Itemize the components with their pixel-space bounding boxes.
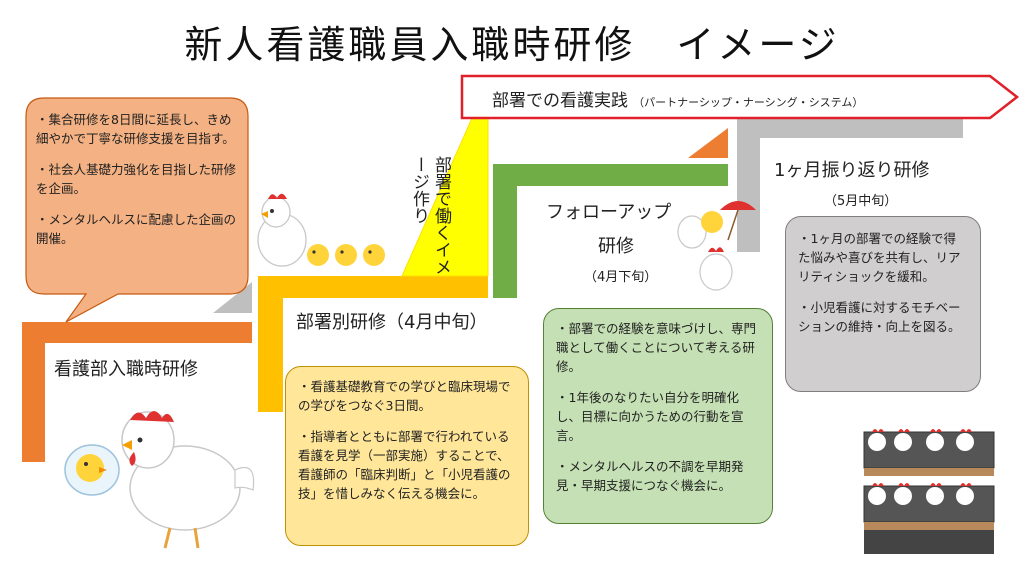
- stage1-description: ・集合研修を8日間に延長し、きめ細やかで丁寧な研修支援を目指す。 ・社会人基礎力…: [36, 110, 241, 288]
- stage2-label: 部署別研修（4月中旬）: [296, 312, 488, 333]
- stage1-label: 看護部入職時研修: [54, 359, 198, 380]
- chick-in-egg-icon: [64, 444, 120, 496]
- stage3-when: （4月下旬）: [584, 270, 658, 285]
- stage1-bullet: ・メンタルヘルスに配慮した企画の開催。: [36, 212, 237, 246]
- stage2-bullet: ・看護基礎教育での学びと臨床現場での学びをつなぐ3日間。: [298, 379, 511, 413]
- stage1-bullet: ・集合研修を8日間に延長し、きめ細やかで丁寧な研修支援を目指す。: [36, 112, 235, 146]
- stage3-bullet: ・メンタルヘルスの不調を早期発見・早期支援につなぐ機会に。: [556, 459, 744, 493]
- stage4-bullet: ・1ヶ月の部署での経験で得た悩みや喜びを共有し、リアリティショックを緩和。: [798, 231, 961, 284]
- stage2-bullet: ・指導者とともに部署で行われている看護を見学（一部実施）することで、看護師の「臨…: [298, 429, 511, 501]
- banner-arrow: [460, 74, 1020, 120]
- stage3-accent: [688, 128, 728, 158]
- stage3-label: フォローアップ: [546, 202, 672, 223]
- stage1-step: [22, 322, 252, 462]
- banner: 部署での看護実践 （パートナーシップ・ナーシング・システム）: [492, 86, 863, 111]
- stage3-bullet: ・部署での経験を意味づけし、専門職として働くことについて考える研修。: [556, 321, 757, 374]
- stage4-bullet: ・小児看護に対するモチベーションの維持・向上を図る。: [798, 300, 961, 334]
- stage1-speech-bubble: [25, 97, 249, 323]
- stage3-step: [493, 164, 728, 298]
- stage3-bullet: ・1年後のなりたい自分を明確化し、目標に向かうための行動を宣言。: [556, 390, 744, 443]
- chicks-with-parasol-icon: [677, 201, 756, 291]
- banner-main-text: 部署での看護実践: [492, 91, 628, 111]
- stage4-label: 1ヶ月振り返り研修: [774, 160, 930, 181]
- hen-and-chicks-icon: [257, 193, 385, 267]
- banner-sub-text: （パートナーシップ・ナーシング・システム）: [633, 96, 864, 109]
- stage4-when: （5月中旬）: [824, 194, 898, 209]
- stage1-bullet: ・社会人基礎力強化を目指した研修を企画。: [36, 162, 237, 196]
- diagonal-label: 部署で働くイメージ作り: [409, 156, 451, 275]
- page-title: 新人看護職員入職時研修 イメージ: [184, 23, 840, 67]
- diagonal-triangle: [401, 81, 489, 277]
- stage3-description: ・部署での経験を意味づけし、専門職として働くことについて考える研修。 ・1年後の…: [543, 308, 773, 524]
- stage3-label-line2: 研修: [598, 236, 634, 257]
- chicken-cages-icon: [863, 429, 995, 554]
- stage2-step: [258, 276, 488, 412]
- stage4-step: [737, 118, 963, 252]
- hen-icon: [121, 411, 255, 549]
- stage2-description: ・看護基礎教育での学びと臨床現場での学びをつなぐ3日間。 ・指導者とともに部署で…: [285, 366, 529, 546]
- stage4-description: ・1ヶ月の部署での経験で得た悩みや喜びを共有し、リアリティショックを緩和。 ・小…: [785, 216, 981, 392]
